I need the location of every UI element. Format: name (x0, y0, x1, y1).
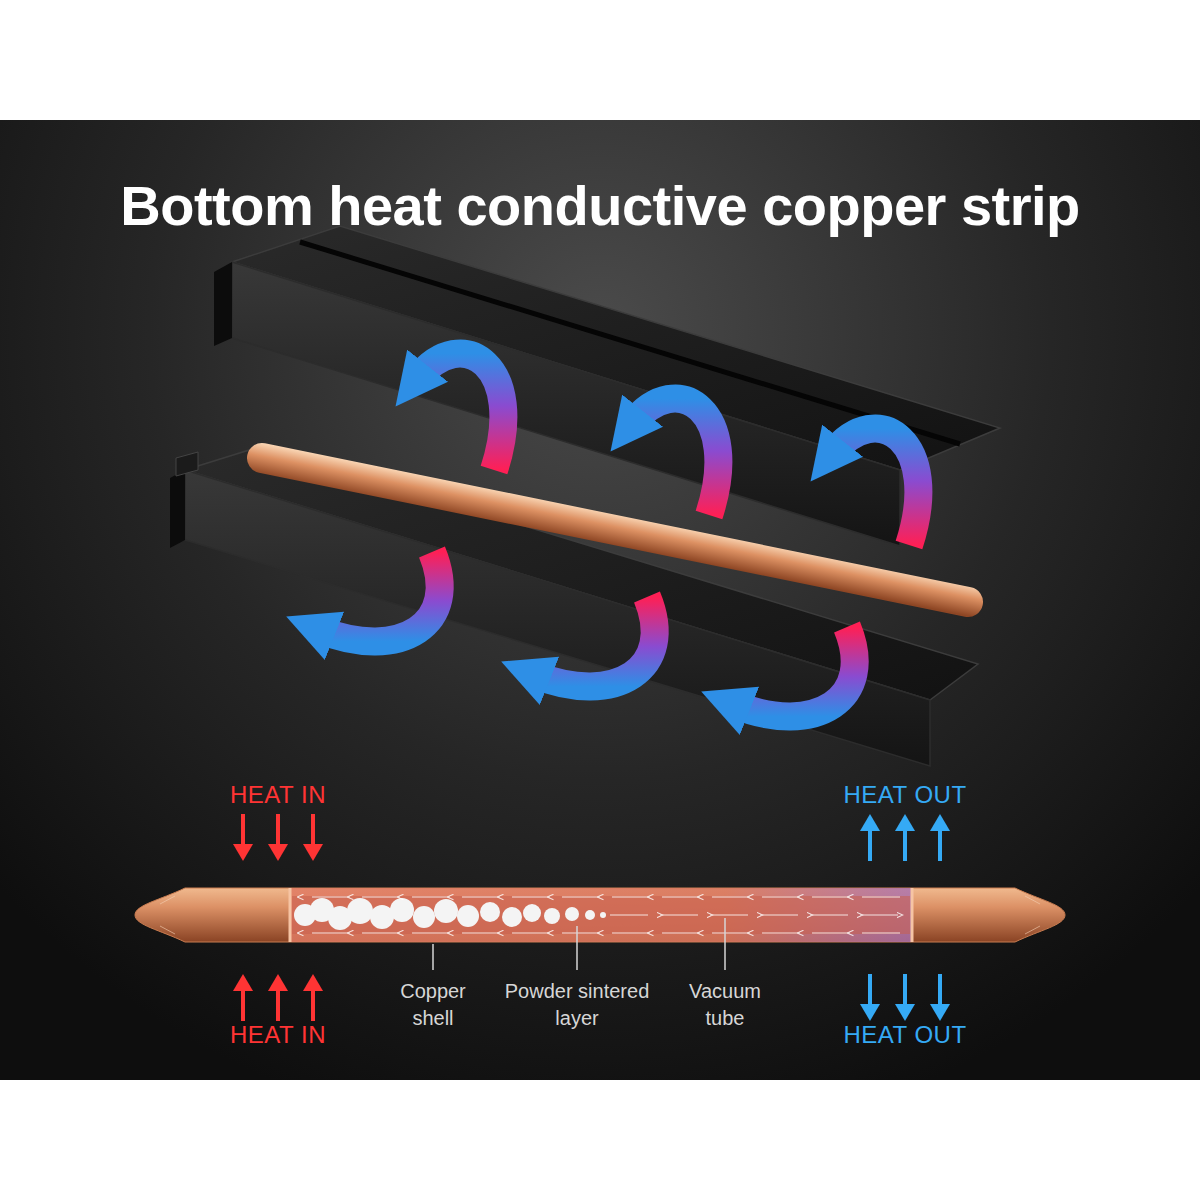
dark-panel (0, 120, 1200, 1080)
heat-out-label: HEAT OUT (843, 781, 966, 809)
heat-in-label: HEAT IN (230, 1021, 326, 1049)
heat-out-arrows (860, 814, 950, 1021)
part-label: Powder sintered layer (502, 978, 652, 1032)
title: Bottom heat conductive copper strip (120, 173, 1080, 238)
heat-pipe-cutaway (135, 888, 1065, 942)
heat-out-label: HEAT OUT (843, 1021, 966, 1049)
leader-lines (433, 918, 725, 970)
airflow-arrows (320, 354, 918, 717)
copper-heat-pipe (262, 458, 968, 602)
heat-in-arrows (233, 814, 323, 1021)
heatsink-lower-bar (170, 446, 978, 766)
part-label: Copper shell (383, 978, 483, 1032)
heat-in-label: HEAT IN (230, 781, 326, 809)
part-label: Vacuum tube (675, 978, 775, 1032)
